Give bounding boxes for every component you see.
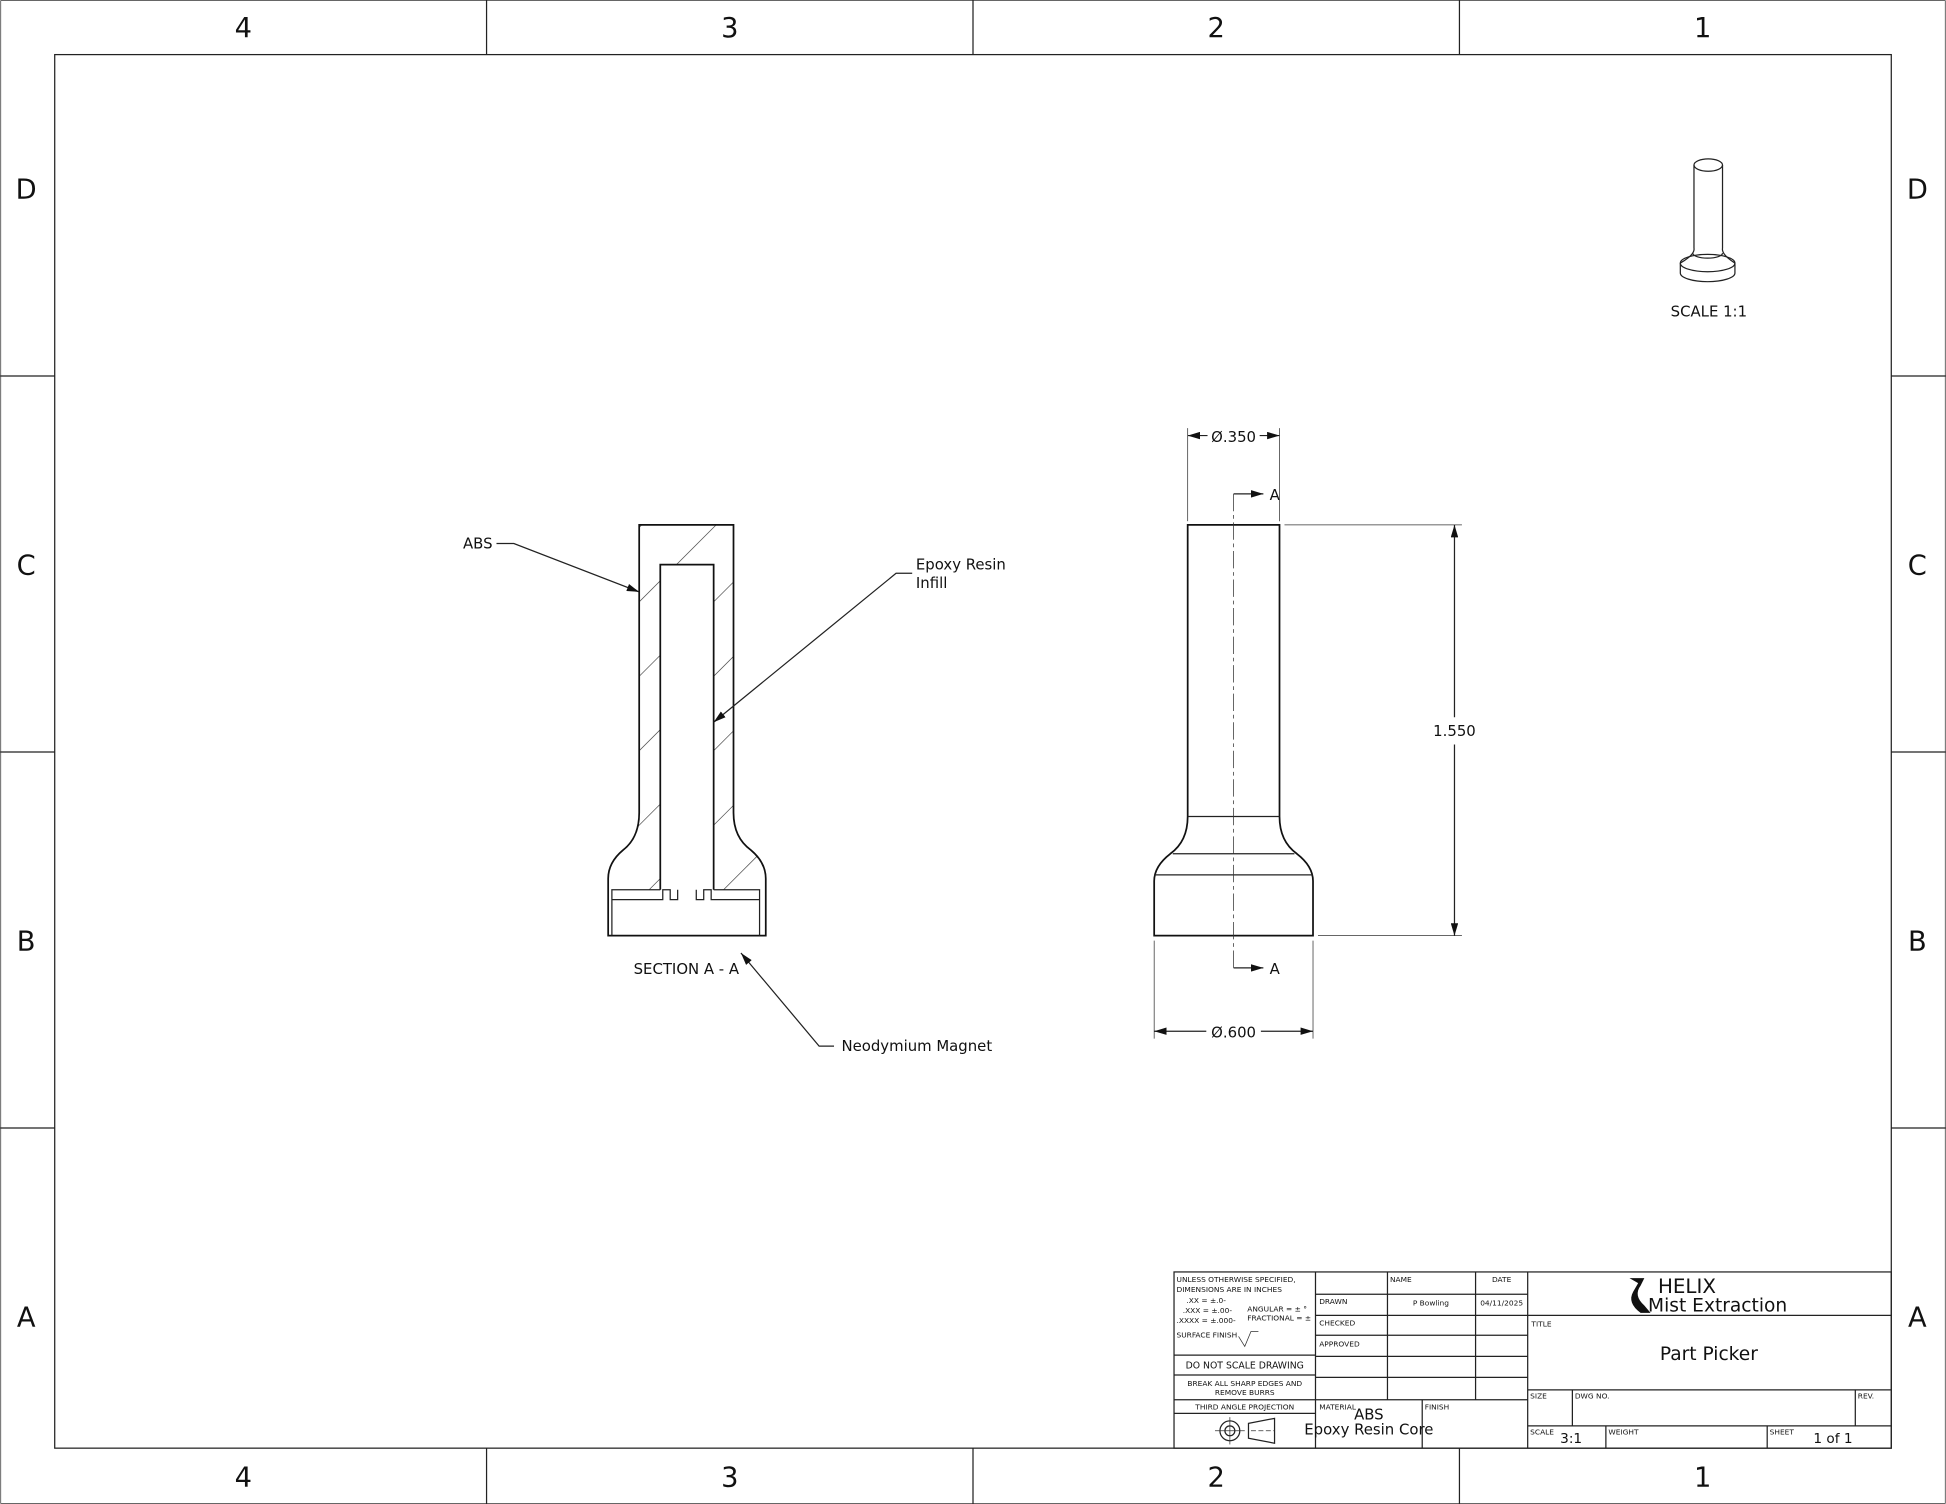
material-line-1: ABS	[1354, 1406, 1384, 1424]
zone-row-d: D	[16, 175, 37, 206]
zone-col-2-bottom: 2	[1208, 1463, 1225, 1494]
tolerance-angular: ANGULAR = ± °	[1247, 1305, 1307, 1314]
title-block: UNLESS OTHERWISE SPECIFIED, DIMENSIONS A…	[1173, 1271, 1892, 1449]
callout-epoxy-line1: Epoxy Resin	[916, 556, 1006, 574]
date-header: DATE	[1492, 1275, 1512, 1284]
tolerance-header-2: DIMENSIONS ARE IN INCHES	[1177, 1285, 1283, 1294]
tolerance-xx: .XX = ±.0-	[1186, 1296, 1226, 1305]
size-label: SIZE	[1530, 1392, 1547, 1401]
drawn-name: P Bowling	[1413, 1298, 1449, 1307]
material-line-2: Epoxy Resin Core	[1304, 1421, 1433, 1439]
third-angle-projection-icon	[1214, 1417, 1276, 1445]
sheet-value: 1 of 1	[1813, 1431, 1852, 1447]
checked-label: CHECKED	[1319, 1318, 1355, 1327]
section-marker-bottom: A	[1270, 960, 1281, 978]
scale-label: SCALE	[1530, 1428, 1554, 1437]
zone-col-2: 2	[1208, 13, 1225, 44]
callout-epoxy-line2: Infill	[916, 574, 947, 592]
projection-label: THIRD ANGLE PROJECTION	[1194, 1403, 1294, 1412]
zone-col-4-bottom: 4	[235, 1463, 252, 1494]
zone-col-1-bottom: 1	[1694, 1463, 1711, 1494]
zone-row-b-right: B	[1908, 927, 1927, 958]
drawn-label: DRAWN	[1319, 1297, 1347, 1306]
section-view: SECTION A - A	[607, 524, 767, 978]
name-header: NAME	[1390, 1275, 1412, 1284]
dimensions: Ø.350 1.550 Ø.600	[1153, 428, 1476, 1041]
section-label: SECTION A - A	[634, 960, 740, 978]
isometric-view: SCALE 1:1	[1671, 158, 1747, 320]
tolerance-header-1: UNLESS OTHERWISE SPECIFIED,	[1177, 1275, 1296, 1284]
zone-row-c: C	[17, 551, 36, 582]
zone-col-3-bottom: 3	[721, 1463, 738, 1494]
zone-row-c-right: C	[1908, 551, 1927, 582]
surface-finish-symbol	[1238, 1331, 1259, 1348]
dim-top-diameter: Ø.350	[1211, 428, 1256, 446]
zone-row-d-right: D	[1907, 175, 1928, 206]
zone-col-3: 3	[721, 13, 738, 44]
approved-label: APPROVED	[1319, 1339, 1360, 1348]
drawn-date: 04/11/2025	[1480, 1298, 1523, 1307]
dim-height: 1.550	[1433, 722, 1476, 740]
material-label: MATERIAL	[1319, 1403, 1357, 1412]
zone-labels: 4 3 2 1 4 3 2 1 D C B A D C B A	[16, 13, 1928, 1493]
callout-abs: ABS	[463, 534, 493, 552]
do-not-scale: DO NOT SCALE DRAWING	[1186, 1361, 1304, 1372]
callouts: ABS Epoxy Resin Infill Neodymium Magnet	[463, 534, 1006, 1055]
dim-base-diameter: Ø.600	[1211, 1023, 1256, 1041]
logo-line-2: Mist Extraction	[1648, 1296, 1787, 1317]
drawing-title: Part Picker	[1660, 1344, 1758, 1365]
tolerance-xxxx: .XXXX = ±.000-	[1177, 1316, 1236, 1325]
break-edges-1: BREAK ALL SHARP EDGES AND	[1187, 1379, 1302, 1388]
tolerance-fractional: FRACTIONAL = ±	[1247, 1313, 1311, 1322]
rev-label: REV.	[1858, 1392, 1874, 1401]
title-label: TITLE	[1530, 1320, 1551, 1329]
zone-col-4: 4	[235, 13, 252, 44]
scale-value: 3:1	[1560, 1431, 1582, 1447]
logo-line-1: HELIX	[1658, 1275, 1716, 1298]
sheet-label: SHEET	[1770, 1428, 1795, 1437]
break-edges-2: REMOVE BURRS	[1215, 1388, 1275, 1397]
zone-row-a: A	[17, 1303, 36, 1334]
surface-finish-label: SURFACE FINISH	[1177, 1331, 1238, 1340]
iso-scale-label: SCALE 1:1	[1671, 302, 1747, 320]
zone-row-a-right: A	[1908, 1303, 1927, 1334]
tolerance-xxx: .XXX = ±.00-	[1183, 1306, 1233, 1315]
callout-magnet: Neodymium Magnet	[841, 1037, 992, 1055]
zone-row-b: B	[17, 927, 36, 958]
dwg-no-label: DWG NO.	[1575, 1392, 1610, 1401]
finish-label: FINISH	[1425, 1403, 1450, 1412]
front-view: A A	[1153, 486, 1314, 978]
weight-label: WEIGHT	[1608, 1428, 1639, 1437]
helix-logo: HELIX Mist Extraction	[1629, 1275, 1787, 1317]
section-marker-top: A	[1270, 486, 1281, 504]
zone-col-1: 1	[1694, 13, 1711, 44]
